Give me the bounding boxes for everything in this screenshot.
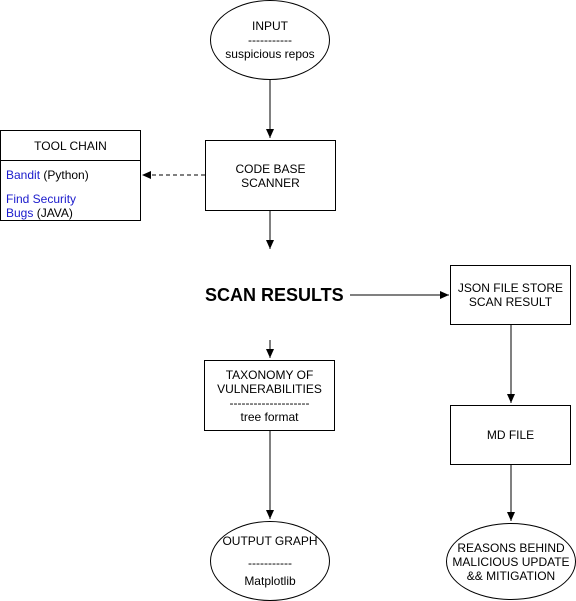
taxonomy-line-1: TAXONOMY OF xyxy=(225,367,314,382)
toolchain-body: Bandit (Python) Find Security Bugs (JAVA… xyxy=(1,161,140,220)
input-title: INPUT xyxy=(252,19,288,33)
input-text: suspicious repos xyxy=(225,47,315,61)
bandit-link[interactable]: Bandit xyxy=(6,168,41,182)
md-file-label: MD FILE xyxy=(486,428,535,442)
output-graph-divider: ----------- xyxy=(248,556,292,570)
reasons-line-3: && MITIGATION xyxy=(466,568,556,583)
json-store-node: JSON FILE STORE SCAN RESULT xyxy=(450,265,571,325)
md-file-node: MD FILE xyxy=(450,405,571,465)
bandit-lang: (Python) xyxy=(40,168,89,182)
reasons-node: REASONS BEHIND MALICIOUS UPDATE && MITIG… xyxy=(446,523,576,600)
taxonomy-line-2: VULNERABILITIES xyxy=(217,381,322,396)
reasons-line-1: REASONS BEHIND xyxy=(457,540,565,555)
toolchain-node: TOOL CHAIN Bandit (Python) Find Security… xyxy=(0,130,141,221)
scanner-node: CODE BASE SCANNER xyxy=(205,140,336,211)
json-store-line-2: SCAN RESULT xyxy=(468,295,553,309)
output-graph-node: OUTPUT GRAPH ----------- Matplotlib xyxy=(210,521,330,601)
fsb-lang: (JAVA) xyxy=(33,206,73,220)
taxonomy-node: TAXONOMY OF VULNERABILITIES ------------… xyxy=(204,360,335,431)
output-graph-title: OUTPUT GRAPH xyxy=(222,534,318,548)
taxonomy-divider: -------------------- xyxy=(229,395,310,410)
input-node: INPUT ----------- suspicious repos xyxy=(210,0,330,80)
scanner-line-2: SCANNER xyxy=(241,175,300,190)
toolchain-title: TOOL CHAIN xyxy=(1,131,140,161)
reasons-line-2: MALICIOUS UPDATE xyxy=(452,554,570,569)
json-store-line-1: JSON FILE STORE xyxy=(457,281,564,295)
input-divider: ----------- xyxy=(248,33,292,47)
find-security-bugs-link-cont[interactable]: Bugs xyxy=(6,206,34,220)
output-graph-text: Matplotlib xyxy=(244,574,296,588)
taxonomy-line-3: tree format xyxy=(240,409,299,424)
scan-results-label: SCAN RESULTS xyxy=(205,285,344,305)
scanner-line-1: CODE BASE xyxy=(235,161,306,176)
find-security-bugs-link[interactable]: Find Security xyxy=(6,192,77,206)
